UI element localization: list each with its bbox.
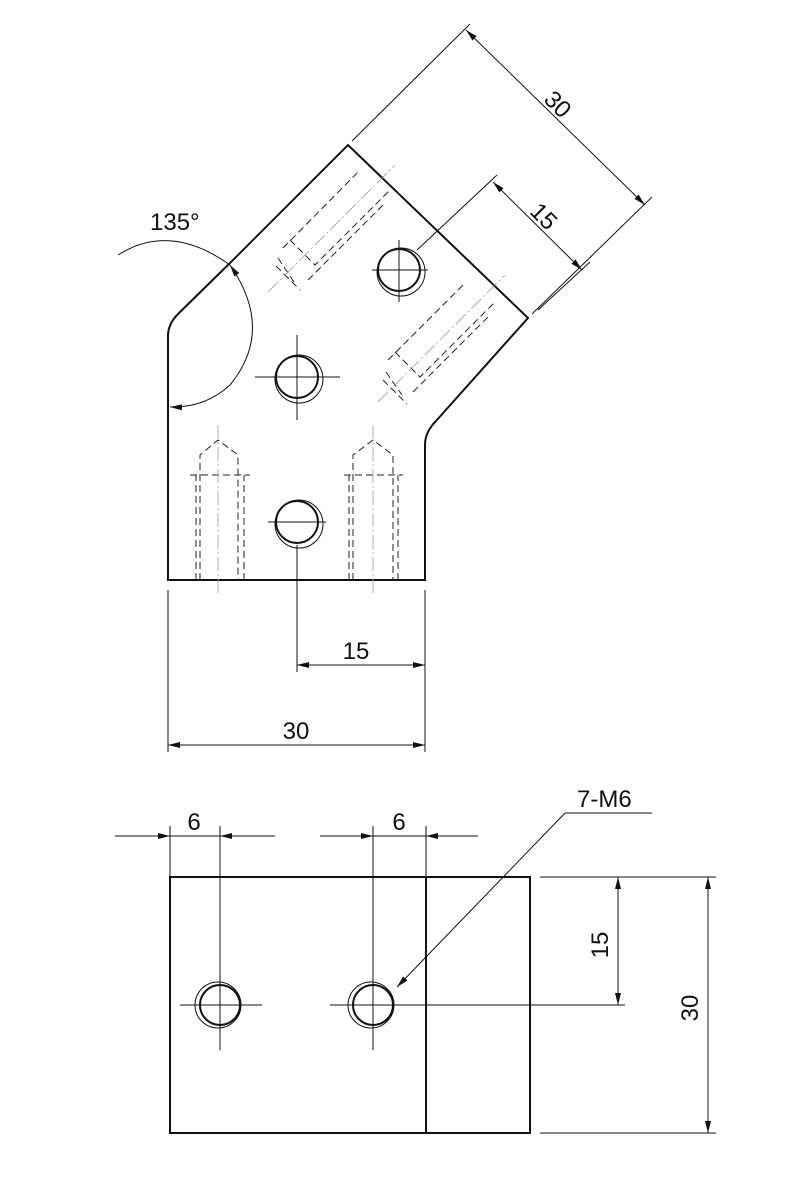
- angle-arc: [117, 240, 231, 266]
- dim-label-15-diagonal: 15: [524, 198, 562, 236]
- hole-upper: [372, 240, 428, 302]
- top-view: 15 30 30 15 135°: [117, 23, 653, 752]
- dim-label-15-horizontal: 15: [343, 638, 370, 665]
- bottom-view: 6 6 7-M6 15 30: [115, 786, 716, 1134]
- dim-label-30-diagonal: 30: [538, 86, 576, 124]
- dim-label-6-left: 6: [187, 809, 200, 836]
- dim-line-30-diagonal: [465, 29, 646, 206]
- hole-left: [180, 826, 262, 1050]
- angle-label: 135°: [150, 209, 200, 236]
- dim-label-6-middle: 6: [392, 809, 405, 836]
- hole-middle: [255, 335, 340, 420]
- thread-callout: 7-M6: [577, 786, 632, 813]
- thread-leader: [396, 812, 566, 988]
- dim-label-30-horizontal: 30: [283, 718, 310, 745]
- dim-line-15-diagonal: [492, 181, 583, 271]
- hole-right: [330, 826, 625, 1050]
- part-outline: [167, 143, 530, 581]
- dim-label-15-vertical: 15: [587, 932, 614, 959]
- hole-lower: [268, 499, 326, 549]
- dim-label-30-vertical: 30: [677, 995, 704, 1022]
- hidden-threads: [190, 164, 506, 595]
